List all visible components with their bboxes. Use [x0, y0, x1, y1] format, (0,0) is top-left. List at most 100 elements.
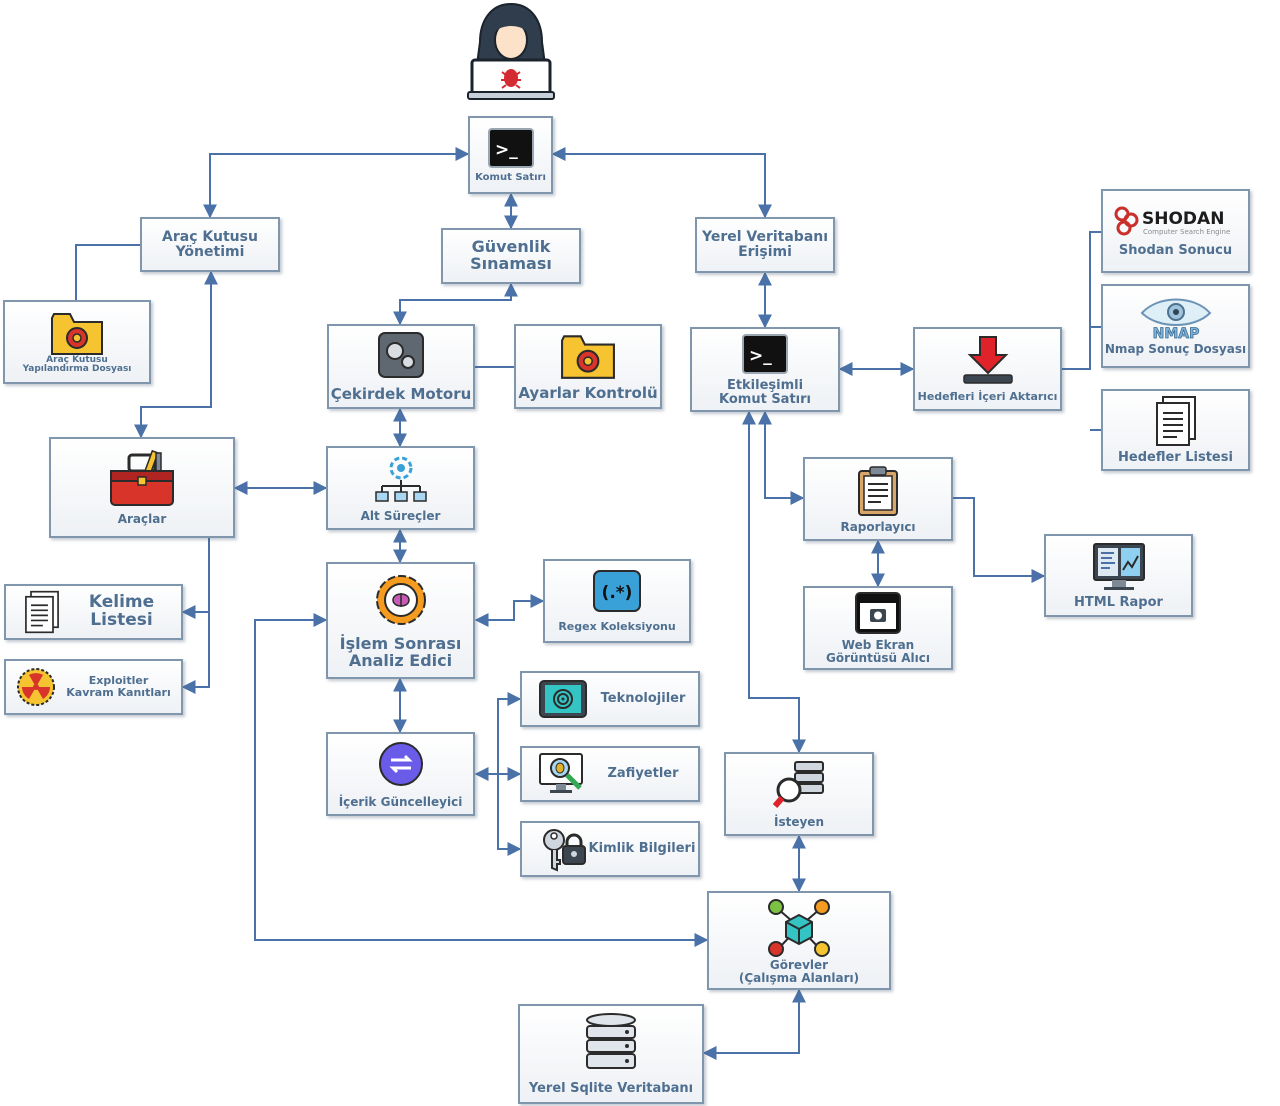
- edge-hedef-sources: [1062, 231, 1101, 431]
- bug-search-monitor-icon: [539, 753, 583, 793]
- svg-text:Computer Search Engine: Computer Search Engine: [1143, 228, 1230, 236]
- yerel-veritabani-erisimi-node[interactable]: Yerel Veritabanı Erişimi: [695, 217, 835, 273]
- etkilesimli-komut-satiri-label: Etkileşimli Komut Satırı: [719, 377, 811, 407]
- icerik-guncelleyici-node[interactable]: İçerik Güncelleyici: [326, 732, 475, 816]
- kelime-listesi-node[interactable]: Kelime Listesi: [4, 584, 183, 640]
- refresh-icon: [378, 741, 423, 786]
- kimlik-bilgileri-label: Kimlik Bilgileri: [588, 841, 696, 857]
- fingerprint-tablet-icon: [539, 680, 587, 718]
- brain-gear-icon: [375, 574, 426, 625]
- cekirdek-motoru-node[interactable]: Çekirdek Motoru: [327, 324, 475, 409]
- edge-islem-regex: [474, 594, 545, 627]
- ayarlar-kontrolu-node[interactable]: Ayarlar Kontrolü: [514, 324, 662, 409]
- hedefleri-iceri-aktarici-label: Hedefleri İçeri Aktarıcı: [917, 390, 1058, 404]
- nmap-sonuc-dosyasi-label: Nmap Sonuç Dosyası: [1104, 341, 1247, 356]
- document-list-icon: [25, 590, 59, 634]
- yerel-sqlite-label: Yerel Sqlite Veritabanı: [528, 1081, 694, 1097]
- nmap-eye-icon: NMAP: [1140, 298, 1211, 341]
- edge-raporlayici-html: [953, 497, 1046, 583]
- workspace-cube-icon: [768, 898, 830, 957]
- hedefler-listesi-label: Hedefler Listesi: [1118, 450, 1233, 466]
- hedefler-listesi-node[interactable]: Hedefler Listesi: [1101, 389, 1250, 471]
- engine-icon: [378, 331, 424, 378]
- edge-guvenlik-cekirdek: [393, 282, 518, 326]
- monitor-code-icon: [1092, 542, 1145, 590]
- regex-icon: (.*): [593, 570, 641, 613]
- teknolojiler-node[interactable]: Teknolojiler: [520, 671, 700, 727]
- alt-surecler-label: Alt Süreçler: [360, 508, 441, 523]
- svg-text:>_: >_: [749, 346, 772, 366]
- database-icon: [586, 1013, 636, 1070]
- exploitler-label: Exploitler Kavram Kanıtları: [66, 674, 171, 699]
- html-rapor-node[interactable]: HTML Rapor: [1044, 534, 1193, 617]
- nmap-sonuc-dosyasi-node[interactable]: NMAP Nmap Sonuç Dosyası: [1101, 284, 1250, 368]
- edge-komut-yerel-veritabani: [551, 147, 772, 219]
- hedefleri-iceri-aktarici-node[interactable]: Hedefleri İçeri Aktarıcı: [913, 327, 1062, 411]
- server-search-icon: [773, 760, 824, 808]
- hacker-icon: [466, 2, 556, 102]
- edge-icerik-teknolojiler: [497, 692, 522, 774]
- web-ekran-node[interactable]: Web Ekran Görüntüsü Alıcı: [803, 586, 953, 670]
- araclar-node[interactable]: Araçlar: [49, 437, 235, 538]
- arac-kutusu-yonetimi-label: Araç Kutusu Yönetimi: [162, 228, 258, 260]
- zafiyetler-label: Zafiyetler: [607, 766, 679, 782]
- process-tree-icon: [374, 456, 427, 502]
- cekirdek-motoru-label: Çekirdek Motoru: [330, 384, 472, 403]
- edge-araclar-exploit: [181, 612, 210, 694]
- edge-gorevler-sqlite: [702, 988, 806, 1060]
- yerel-sqlite-node[interactable]: Yerel Sqlite Veritabanı: [518, 1004, 704, 1104]
- komut-satiri-node[interactable]: >_ Komut Satırı: [468, 116, 553, 194]
- islem-sonrasi-node[interactable]: İşlem Sonrası Analiz Edici: [326, 562, 475, 679]
- shodan-sonucu-label: Shodan Sonucu: [1118, 243, 1233, 259]
- terminal-icon: >_: [742, 333, 788, 374]
- icerik-guncelleyici-label: İçerik Güncelleyici: [338, 794, 463, 809]
- edge-araclar-kelime: [181, 538, 210, 619]
- raporlayici-label: Raporlayıcı: [840, 519, 916, 534]
- etkilesimli-komut-satiri-node[interactable]: >_ Etkileşimli Komut Satırı: [690, 327, 840, 412]
- edge-icerik-kimlik: [497, 774, 522, 856]
- settings-folder-icon: [561, 334, 615, 379]
- regex-koleksiyonu-node[interactable]: (.*) Regex Koleksiyonu: [543, 559, 691, 643]
- svg-text:(.*): (.*): [602, 583, 633, 603]
- exploitler-node[interactable]: Exploitler Kavram Kanıtları: [4, 659, 183, 715]
- raporlayici-node[interactable]: Raporlayıcı: [803, 457, 953, 541]
- import-download-icon: [962, 336, 1013, 384]
- edge-etkilesimli-isteyen: [742, 410, 806, 754]
- edge-islem-gorevler: [254, 613, 709, 947]
- clipboard-report-icon: [858, 465, 898, 516]
- svg-text:NMAP: NMAP: [1152, 326, 1199, 341]
- toolbox-icon: [110, 450, 174, 507]
- teknolojiler-label: Teknolojiler: [600, 691, 686, 707]
- shodan-logo-icon: SHODAN Computer Search Engine: [1114, 206, 1230, 236]
- isteyen-label: İsteyen: [774, 814, 824, 829]
- edge-komut-arac-kutusu: [203, 147, 470, 219]
- kimlik-bilgileri-node[interactable]: Kimlik Bilgileri: [520, 821, 700, 877]
- guvenlik-sinamasi-node[interactable]: Güvenlik Sınaması: [441, 228, 581, 284]
- kelime-listesi-label: Kelime Listesi: [88, 592, 155, 630]
- arac-kutusu-yapilandirma-node[interactable]: Araç Kutusu Yapılandırma Dosyası: [3, 300, 151, 384]
- isteyen-node[interactable]: İsteyen: [724, 752, 874, 836]
- gorevler-node[interactable]: Görevler (Çalışma Alanları): [707, 891, 891, 990]
- radiation-icon: [17, 668, 55, 706]
- terminal-icon: >_: [487, 127, 534, 168]
- ayarlar-kontrolu-label: Ayarlar Kontrolü: [518, 383, 658, 402]
- web-ekran-label: Web Ekran Görüntüsü Alıcı: [826, 638, 930, 665]
- edge-arac-kutusu-yapilandirma: [75, 244, 140, 300]
- html-rapor-label: HTML Rapor: [1074, 594, 1163, 610]
- document-list-icon: [1155, 396, 1196, 447]
- arac-kutusu-yapilandirma-label: Araç Kutusu Yapılandırma Dosyası: [22, 354, 132, 374]
- arac-kutusu-yonetimi-node[interactable]: Araç Kutusu Yönetimi: [140, 217, 280, 272]
- edge-arac-kutusu-araclar: [134, 270, 218, 439]
- edge-etkilesimli-raporlayici: [758, 410, 805, 505]
- yerel-veritabani-erisimi-label: Yerel Veritabanı Erişimi: [701, 229, 829, 260]
- camera-browser-icon: [855, 592, 901, 635]
- araclar-label: Araçlar: [117, 512, 167, 527]
- svg-text:SHODAN: SHODAN: [1142, 209, 1224, 229]
- zafiyetler-node[interactable]: Zafiyetler: [520, 746, 700, 802]
- islem-sonrasi-label: İşlem Sonrası Analiz Edici: [339, 633, 462, 670]
- shodan-sonucu-node[interactable]: SHODAN Computer Search Engine Shodan Son…: [1101, 189, 1250, 273]
- komut-satiri-label: Komut Satırı: [475, 171, 546, 183]
- key-lock-icon: [543, 829, 586, 872]
- alt-surecler-node[interactable]: Alt Süreçler: [326, 446, 475, 530]
